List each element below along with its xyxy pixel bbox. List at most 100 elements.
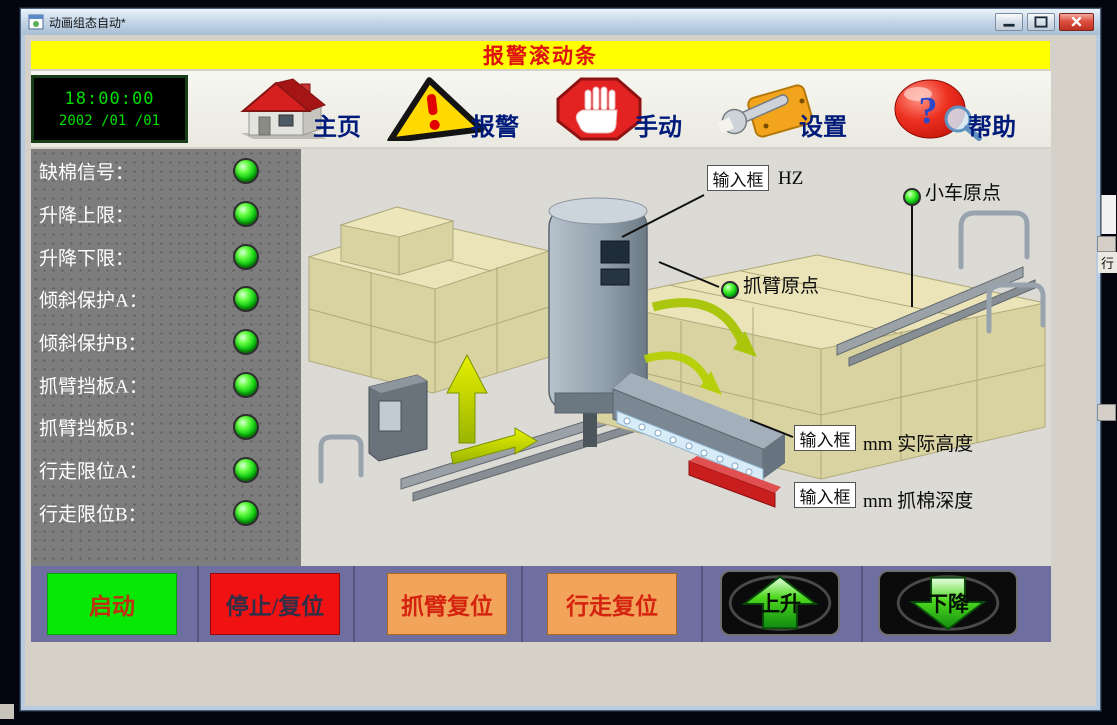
machine-diagram: 输入框 HZ 小车原点 抓臂原点 输入框 mm 实际高度 输入框 mm 抓棉深度 — [301, 149, 1051, 566]
rail-control-box — [368, 374, 428, 462]
status-label: 倾斜保护B： — [39, 333, 147, 355]
status-label: 升降上限： — [39, 205, 135, 227]
plucking-arm — [612, 373, 785, 508]
background-scrollbar-fragment[interactable] — [1101, 195, 1116, 234]
warning-icon — [387, 77, 485, 141]
status-label: 行走限位B： — [39, 504, 147, 526]
status-panel: 缺棉信号： 升降上限： 升降下限： 倾斜保护A： 倾斜保护B： 抓臂挡板A： 抓… — [31, 149, 301, 566]
machine-illustration — [307, 194, 1046, 508]
status-label: 倾斜保护A： — [39, 290, 148, 312]
window-controls — [995, 13, 1094, 31]
status-label: 抓臂挡板A： — [39, 376, 148, 398]
window-title: 动画组态自动* — [49, 15, 126, 30]
clock-date: 2002 /01 /01 — [58, 113, 161, 129]
background-text-fragment: 行 — [1098, 252, 1117, 273]
bale-stack-left — [307, 206, 551, 394]
alarm-banner: 报警滚动条 — [31, 41, 1050, 69]
home-icon — [240, 78, 327, 139]
status-row-arm-a: 抓臂挡板A： — [31, 365, 301, 405]
status-led-green — [233, 372, 259, 398]
raise-button-label: 上升 — [759, 592, 801, 616]
annotation-lines — [621, 194, 913, 438]
status-led-green — [233, 414, 259, 440]
toolbar-item-alarm[interactable]: 报警 — [381, 77, 519, 141]
start-button[interactable]: 启动 — [47, 573, 177, 635]
toolbar-label-alarm: 报警 — [471, 115, 519, 141]
toolbar-item-help[interactable]: ? 帮助 — [878, 77, 1016, 141]
controls-bar: 启动 停止/复位 抓臂复位 行走复位 上升 — [31, 566, 1051, 642]
alarm-banner-text: 报警滚动条 — [483, 44, 598, 68]
status-led-green — [233, 158, 259, 184]
status-label: 升降下限： — [39, 248, 135, 270]
app-icon — [28, 14, 44, 30]
grab-depth-unit-label: mm 抓棉深度 — [863, 491, 974, 512]
arm-reset-button[interactable]: 抓臂复位 — [387, 573, 507, 635]
motion-arrows — [446, 353, 538, 465]
status-row-tilt-a: 倾斜保护A： — [31, 279, 301, 319]
background-button-fragment[interactable] — [1097, 236, 1116, 252]
cart-origin-label: 小车原点 — [925, 183, 1002, 204]
app-window: 动画组态自动* 报警滚动条 — [20, 8, 1101, 711]
minimize-button[interactable] — [995, 13, 1023, 31]
maximize-icon — [1034, 16, 1048, 28]
clock-display: 18:00:00 2002 /01 /01 — [31, 75, 188, 143]
close-icon — [1071, 16, 1082, 27]
status-row-travel-b: 行走限位B： — [31, 493, 301, 533]
status-row-cotton: 缺棉信号： — [31, 151, 301, 191]
toolbar: 18:00:00 2002 /01 /01 主页 — [31, 71, 1051, 147]
arrow-down-icon — [896, 575, 1000, 631]
status-row-lift-dn: 升降下限： — [31, 237, 301, 277]
titlebar[interactable]: 动画组态自动* — [21, 9, 1100, 35]
status-row-tilt-b: 倾斜保护B： — [31, 322, 301, 362]
raise-button[interactable]: 上升 — [720, 570, 840, 636]
toolbar-label-manual: 手动 — [634, 115, 682, 141]
minimize-icon — [1003, 23, 1015, 27]
status-led-green — [233, 329, 259, 355]
maximize-button[interactable] — [1027, 13, 1055, 31]
status-label: 抓臂挡板B： — [39, 418, 147, 440]
stop-hand-icon — [556, 77, 642, 141]
lower-button[interactable]: 下降 — [878, 570, 1018, 636]
status-led-green — [233, 244, 259, 270]
status-label: 缺棉信号： — [39, 162, 135, 184]
actual-height-unit-label: mm 实际高度 — [863, 434, 974, 455]
background-button-fragment[interactable] — [1097, 404, 1116, 421]
taskbar-corner-fragment — [0, 704, 14, 719]
status-row-arm-b: 抓臂挡板B： — [31, 407, 301, 447]
status-row-travel-a: 行走限位A： — [31, 450, 301, 490]
status-row-lift-up: 升降上限： — [31, 194, 301, 234]
toolbar-item-settings[interactable]: 设置 — [709, 77, 847, 141]
travel-reset-button[interactable]: 行走复位 — [547, 573, 677, 635]
arrow-up-icon — [728, 575, 832, 631]
grab-depth-input-box[interactable]: 输入框 — [794, 482, 856, 508]
status-led-green — [233, 500, 259, 526]
lower-button-label: 下降 — [927, 592, 969, 616]
status-label: 行走限位A： — [39, 461, 148, 483]
bar-divider — [701, 566, 703, 642]
bar-divider — [197, 566, 199, 642]
toolbar-label-home: 主页 — [313, 115, 361, 141]
frequency-unit-label: HZ — [778, 168, 804, 189]
status-led-green — [233, 201, 259, 227]
arm-origin-led — [721, 281, 739, 299]
arm-origin-label: 抓臂原点 — [743, 276, 820, 297]
help-icon: ? — [894, 79, 982, 141]
frequency-input-box[interactable]: 输入框 — [707, 165, 769, 191]
bar-divider — [861, 566, 863, 642]
svg-text:?: ? — [919, 90, 938, 132]
status-led-green — [233, 286, 259, 312]
rotation-arrows — [643, 298, 757, 395]
guard-rails — [318, 210, 1046, 484]
toolbar-item-manual[interactable]: 手动 — [544, 77, 682, 141]
status-led-green — [233, 457, 259, 483]
close-button[interactable] — [1059, 13, 1094, 31]
toolbar-label-help: 帮助 — [968, 115, 1016, 141]
stop-reset-button[interactable]: 停止/复位 — [210, 573, 340, 635]
actual-height-input-box[interactable]: 输入框 — [794, 425, 856, 451]
toolbar-label-settings: 设置 — [799, 115, 847, 141]
wrench-icon — [717, 84, 813, 138]
client-area: 报警滚动条 18:00:00 2002 /01 /01 — [25, 35, 1096, 706]
clock-time: 18:00:00 — [64, 89, 155, 109]
toolbar-item-home[interactable]: 主页 — [223, 77, 361, 141]
